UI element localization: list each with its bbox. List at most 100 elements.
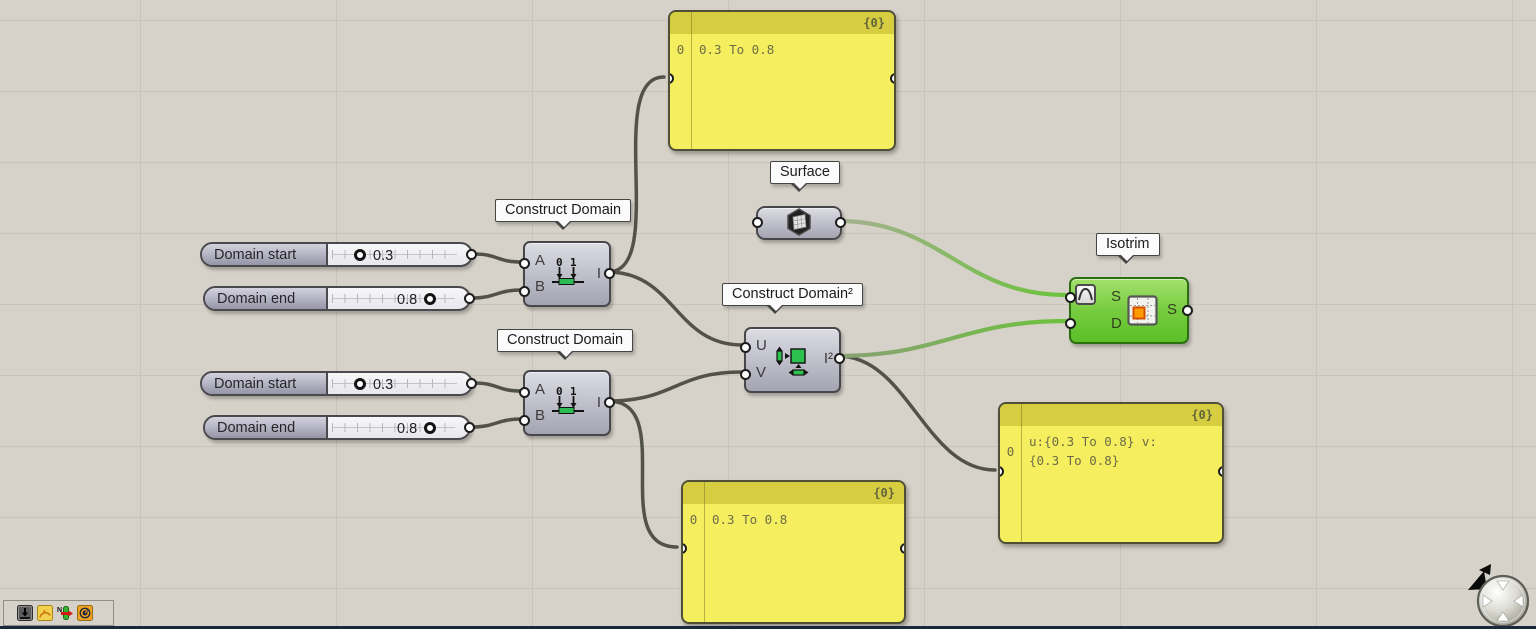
slider-knob[interactable] bbox=[354, 249, 366, 261]
slider-domain-start-1[interactable]: Domain start 0.3 bbox=[200, 242, 477, 267]
slider-output-port[interactable] bbox=[464, 422, 475, 433]
panel-output-port[interactable] bbox=[890, 73, 894, 84]
nav-arrow-left-icon[interactable] bbox=[1513, 594, 1524, 608]
slider-label: Domain end bbox=[205, 288, 328, 309]
panel-divider bbox=[691, 12, 692, 149]
port-input-u[interactable] bbox=[740, 342, 751, 353]
wire-cd2-to-cdsq-v bbox=[606, 370, 744, 403]
slider-domain-end-1[interactable]: Domain end 0.8 bbox=[203, 286, 475, 311]
component-isotrim[interactable]: S D S bbox=[1065, 277, 1193, 344]
slider-domain-start-2[interactable]: Domain start 0.3 bbox=[200, 371, 477, 396]
panel-divider bbox=[1021, 404, 1022, 542]
port-input-b[interactable] bbox=[519, 415, 530, 426]
panel-output-port[interactable] bbox=[900, 543, 904, 554]
input-label-v: V bbox=[756, 364, 767, 381]
input-label-b: B bbox=[535, 407, 546, 424]
construct-domain2-icon bbox=[776, 346, 809, 376]
port-output-i[interactable] bbox=[604, 397, 615, 408]
port-input-a[interactable] bbox=[519, 387, 530, 398]
row-text: 0.3 To 0.8 bbox=[712, 512, 788, 527]
wire-cdsq-to-isotrim-d bbox=[835, 318, 1068, 359]
tooltip-construct-domain-2: Construct Domain bbox=[497, 329, 634, 360]
slider-track[interactable] bbox=[332, 417, 455, 438]
slider-value: 0.3 bbox=[373, 248, 394, 264]
panel-row: 0 u:{0.3 To 0.8} v: {0.3 To 0.8} bbox=[1000, 426, 1222, 471]
tooltip-isotrim: Isotrim bbox=[1096, 233, 1160, 264]
canvas-widget-dock: N bbox=[3, 600, 114, 626]
nav-arrow-right-icon[interactable] bbox=[1482, 594, 1493, 608]
nav-arrow-up-icon[interactable] bbox=[1496, 611, 1510, 622]
export-widget-icon[interactable] bbox=[17, 605, 33, 621]
slider-track[interactable] bbox=[332, 373, 457, 394]
panel-output-port[interactable] bbox=[1218, 466, 1222, 477]
slider-knob[interactable] bbox=[424, 422, 436, 434]
panel-input-port[interactable] bbox=[1000, 466, 1004, 477]
graph-mapper-mini-icon[interactable] bbox=[1075, 284, 1096, 305]
wire-slider3-to-cd2-a bbox=[472, 381, 523, 393]
row-index: 0 bbox=[676, 42, 685, 58]
canvas-navigation-sphere[interactable] bbox=[1456, 558, 1536, 628]
panel-path-header: {0} bbox=[683, 482, 904, 504]
slider-label: Domain end bbox=[205, 417, 328, 438]
port-surface-output[interactable] bbox=[835, 217, 846, 228]
slider-track[interactable] bbox=[332, 288, 455, 309]
construct-domain-icon: 0 1 bbox=[552, 256, 584, 285]
component-surface-param[interactable] bbox=[752, 206, 846, 240]
isotrim-icon bbox=[1127, 295, 1158, 326]
port-surface-input[interactable] bbox=[752, 217, 763, 228]
output-label-s: S bbox=[1166, 301, 1177, 318]
row-index: 0 bbox=[1006, 443, 1015, 459]
wire-slider1-to-cd1-a bbox=[472, 252, 523, 264]
input-label-b: B bbox=[535, 278, 546, 295]
wire-cd1-to-cdsq-u bbox=[606, 270, 744, 347]
panel-row: 0 0.3 To 0.8 bbox=[670, 34, 894, 59]
port-input-v[interactable] bbox=[740, 369, 751, 380]
output-label-i2: I² bbox=[823, 350, 833, 367]
input-label-a: A bbox=[535, 381, 546, 398]
wire-cd1-to-panel1 bbox=[606, 75, 666, 274]
port-input-b[interactable] bbox=[519, 286, 530, 297]
slider-domain-end-2[interactable]: Domain end 0.8 bbox=[203, 415, 475, 440]
panel-divider bbox=[704, 482, 705, 622]
panel-domain2-result[interactable]: {0} 0 u:{0.3 To 0.8} v: {0.3 To 0.8} bbox=[998, 402, 1224, 544]
port-input-a[interactable] bbox=[519, 258, 530, 269]
wire-slider4-to-cd2-b bbox=[470, 417, 523, 429]
panel-path-header: {0} bbox=[670, 12, 894, 34]
solver-widget-icon[interactable] bbox=[77, 605, 93, 621]
component-construct-domain-1[interactable]: A B I 0 1 bbox=[519, 241, 615, 307]
slider-output-port[interactable] bbox=[464, 293, 475, 304]
svg-text:N: N bbox=[57, 607, 62, 614]
row-index: 0 bbox=[689, 512, 698, 528]
panel-row: 0 0.3 To 0.8 bbox=[683, 504, 904, 529]
bottom-status-strip bbox=[0, 626, 1536, 629]
component-construct-domain-2[interactable]: A B I 0 1 bbox=[519, 370, 615, 436]
panel-domain-1[interactable]: {0} 0 0.3 To 0.8 bbox=[668, 10, 896, 151]
port-input-s[interactable] bbox=[1065, 292, 1076, 303]
panel-domain-2[interactable]: {0} 0 0.3 To 0.8 bbox=[681, 480, 906, 624]
align-widget-icon[interactable]: N bbox=[57, 605, 73, 621]
input-label-u: U bbox=[756, 337, 767, 354]
nav-wing-icon bbox=[1479, 564, 1491, 575]
nav-arrow-down-icon[interactable] bbox=[1496, 580, 1510, 591]
row-text: 0.3 To 0.8 bbox=[699, 42, 775, 57]
slider-output-port[interactable] bbox=[466, 249, 477, 260]
panel-input-port[interactable] bbox=[683, 543, 687, 554]
port-output-s[interactable] bbox=[1182, 305, 1193, 316]
svg-text:1: 1 bbox=[570, 385, 577, 398]
slider-value: 0.3 bbox=[373, 377, 394, 393]
panel-input-port[interactable] bbox=[670, 73, 674, 84]
construct-domain-icon: 0 1 bbox=[552, 385, 584, 414]
port-input-d[interactable] bbox=[1065, 318, 1076, 329]
component-construct-domain-squared[interactable]: U V I² bbox=[740, 327, 845, 393]
slider-value: 0.8 bbox=[397, 421, 418, 437]
slider-track[interactable] bbox=[332, 244, 457, 265]
slider-knob[interactable] bbox=[424, 293, 436, 305]
slider-knob[interactable] bbox=[354, 378, 366, 390]
slider-output-port[interactable] bbox=[466, 378, 477, 389]
port-output-i[interactable] bbox=[604, 268, 615, 279]
port-output-i2[interactable] bbox=[834, 353, 845, 364]
input-label-a: A bbox=[535, 252, 546, 269]
sketch-widget-icon[interactable] bbox=[37, 605, 53, 621]
